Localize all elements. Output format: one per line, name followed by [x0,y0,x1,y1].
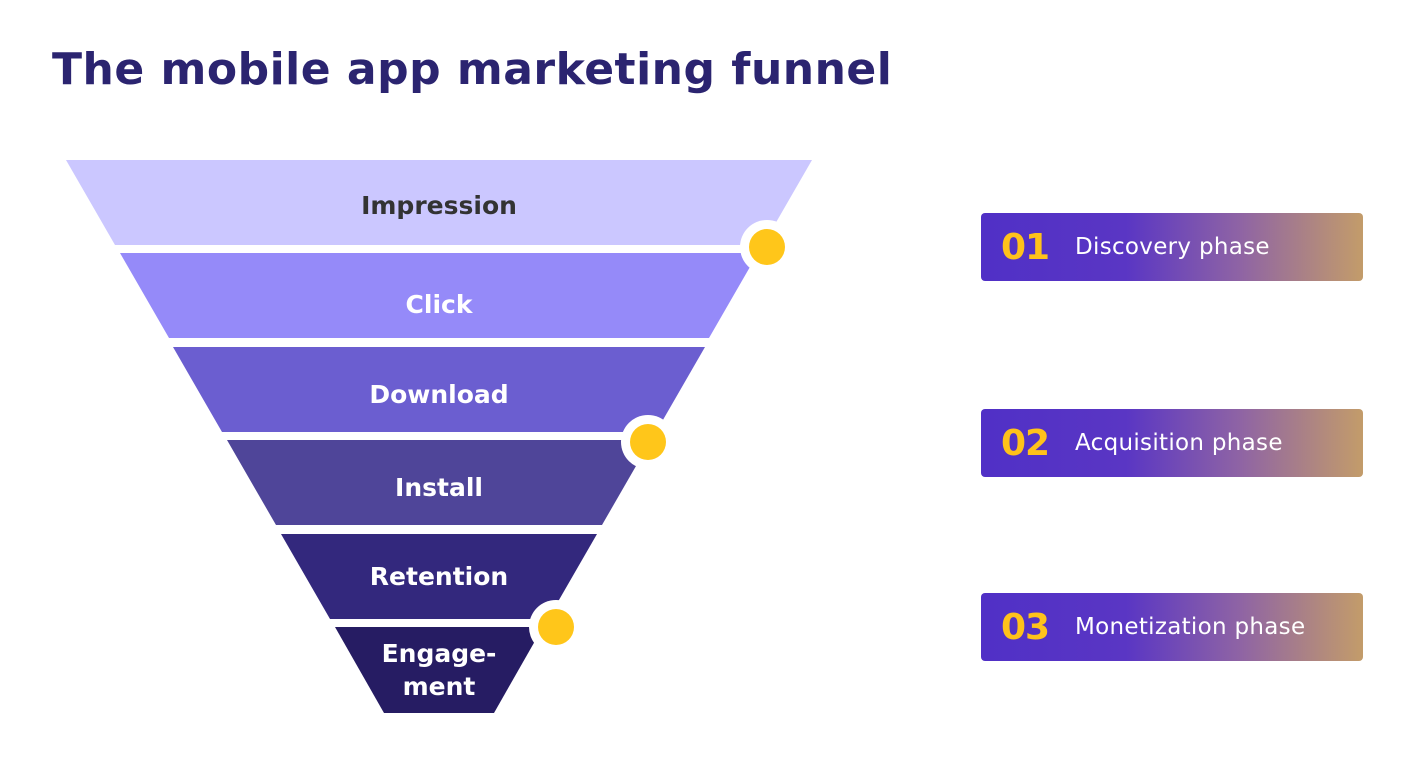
page-title: The mobile app marketing funnel [52,44,893,95]
funnel-stage-download [173,347,705,432]
phase-number: 01 [1001,226,1050,268]
funnel-stage-impression [66,160,812,245]
stage-label-impression: Impression [361,191,517,220]
stage-label-retention: Retention [370,562,508,591]
stage-label-download: Download [369,380,508,409]
phase-number: 03 [1001,606,1050,648]
stage-label-engagement-line-2: ment [403,672,476,701]
phase-number: 02 [1001,422,1050,464]
phase-box-discovery: 01 Discovery phase [981,213,1363,281]
phase-box-acquisition: 02 Acquisition phase [981,409,1363,477]
funnel-stage-retention [281,534,597,619]
funnel-stage-engagement [335,627,543,713]
phase-marker-monetization [529,600,583,654]
stage-label-install: Install [395,473,483,502]
funnel-stage-install [227,440,651,525]
funnel-stage-click [120,253,758,338]
phase-label: Discovery phase [1075,234,1270,260]
stage-label-engagement-line-1: Engage- [382,639,497,668]
phase-marker-acquisition [621,415,675,469]
phase-label: Acquisition phase [1075,430,1283,456]
phase-marker-discovery [740,220,794,274]
phase-box-monetization: 03 Monetization phase [981,593,1363,661]
stage-label-click: Click [406,290,474,319]
phase-label: Monetization phase [1075,614,1306,640]
